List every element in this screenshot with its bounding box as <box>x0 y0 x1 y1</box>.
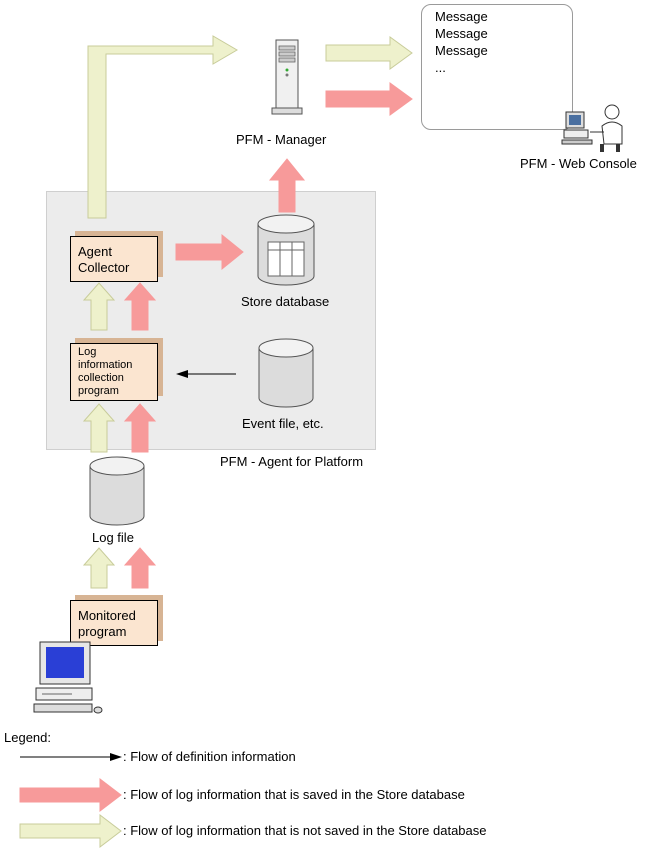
message-line: ... <box>435 60 446 75</box>
arrow-logfile-to-logprog-notsaved <box>82 403 116 453</box>
legend-definition-head <box>110 753 122 761</box>
message-line: Message <box>435 26 488 41</box>
message-panel: Message Message Message ... <box>421 4 573 130</box>
server-icon <box>271 39 303 115</box>
legend-saved-arrow <box>19 777 122 813</box>
log-program-line2: information <box>78 359 133 371</box>
legend-notsaved-text: : Flow of log information that is not sa… <box>123 823 487 838</box>
arrow-store-to-manager-saved <box>268 158 306 213</box>
message-line: Message <box>435 9 488 24</box>
arrow-manager-to-console-saved <box>325 82 413 116</box>
log-file-icon <box>89 456 145 526</box>
log-file-label: Log file <box>92 530 134 545</box>
message-line: Message <box>435 43 488 58</box>
log-program-line1: Log <box>78 346 97 358</box>
agent-collector-box: Agent Collector <box>70 236 158 282</box>
monitored-program-line2: program <box>78 624 127 639</box>
store-database-label: Store database <box>241 294 330 309</box>
user-at-computer-icon <box>561 104 623 152</box>
arrow-manager-to-console-notsaved <box>325 36 413 70</box>
log-program-line3: collection <box>78 372 124 384</box>
log-collection-program-box: Log information collection program <box>70 343 158 401</box>
event-file-label: Event file, etc. <box>242 416 324 431</box>
arrow-monitored-to-logfile-saved <box>123 547 157 589</box>
computer-icon <box>33 641 103 714</box>
agent-region-label: PFM - Agent for Platform <box>220 454 364 469</box>
monitored-program-line1: Monitored <box>78 608 136 623</box>
arrow-logprog-to-collector-notsaved <box>82 282 116 331</box>
legend-definition-text: : Flow of definition information <box>123 749 296 764</box>
manager-label: PFM - Manager <box>236 132 327 147</box>
agent-collector-label-line1: Agent <box>78 244 112 259</box>
arrow-collector-to-manager-notsaved <box>87 35 238 219</box>
arrow-event-to-logprog-head <box>176 370 188 378</box>
log-program-line4: program <box>78 385 119 397</box>
legend-notsaved-arrow <box>19 813 122 849</box>
event-file-icon <box>258 338 314 408</box>
legend-title: Legend: <box>4 730 51 745</box>
arrow-collector-to-store-saved <box>175 233 244 271</box>
web-console-label: PFM - Web Console <box>520 156 637 171</box>
store-database-icon <box>257 214 315 286</box>
arrow-logprog-to-collector-saved <box>123 282 157 331</box>
arrow-monitored-to-logfile-notsaved <box>82 547 116 589</box>
arrow-logfile-to-logprog-saved <box>123 403 157 453</box>
agent-collector-label-line2: Collector <box>78 260 130 275</box>
legend-saved-text: : Flow of log information that is saved … <box>123 787 465 802</box>
monitored-program-box: Monitored program <box>70 600 158 646</box>
